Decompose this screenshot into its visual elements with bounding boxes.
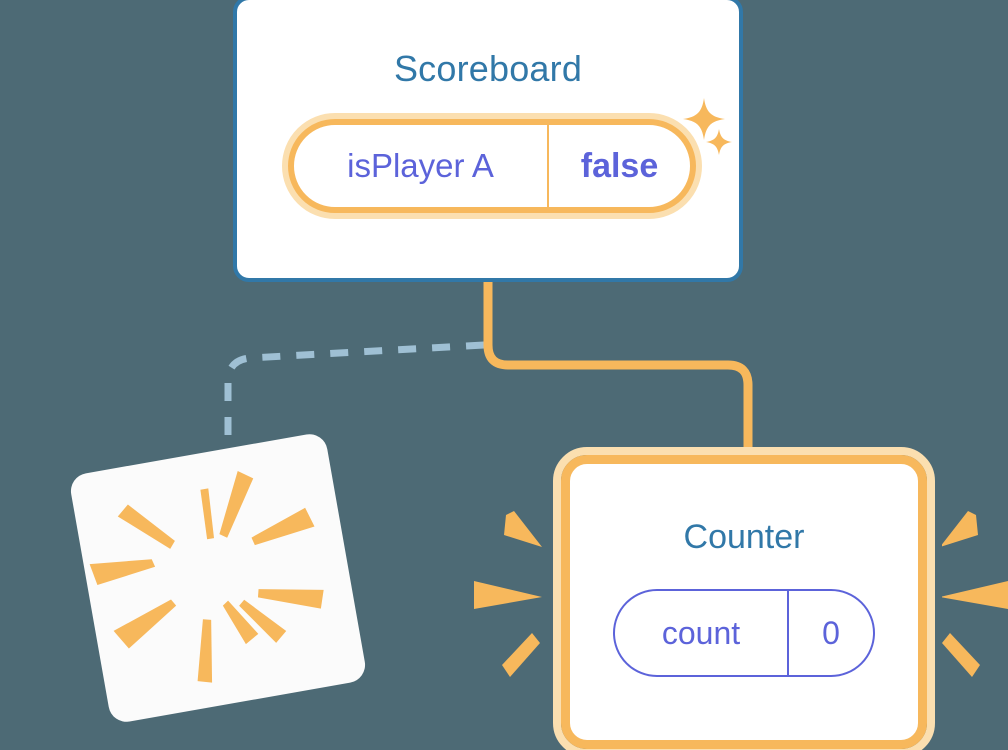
burst-ray-s: [197, 619, 213, 683]
counter-pill-value: 0: [822, 614, 840, 651]
scoreboard-pill-highlight-ring: [282, 113, 702, 219]
scoreboard-to-counter-wire: [483, 281, 753, 462]
scoreboard-title: Scoreboard: [393, 48, 583, 89]
burst-ray-wsw: [113, 599, 177, 649]
scoreboard-pill-key: isPlayer A: [347, 147, 494, 184]
burst-ray-ene: [251, 507, 315, 546]
counter-state-pill[interactable]: count 0: [613, 589, 875, 677]
sparkle-large-icon: [681, 96, 727, 142]
burst-ray-n: [200, 488, 215, 540]
burst-ray-nw: [117, 504, 175, 549]
counter-card[interactable]: Counter count 0: [561, 455, 927, 749]
blank-card[interactable]: [68, 431, 368, 725]
scoreboard-card[interactable]: Scoreboard isPlayer A false: [233, 0, 743, 282]
counter-title: Counter: [683, 518, 805, 556]
blank-card-burst-rays: [89, 470, 324, 683]
scoreboard-pill-value: false: [580, 146, 659, 185]
burst-ray-sse: [222, 600, 259, 645]
sparkle-small-icon: [704, 127, 734, 157]
counter-pill-divider: [787, 591, 789, 675]
scoreboard-pill-body[interactable]: isPlayer A false: [288, 119, 696, 213]
counter-burst-rays-right: [942, 511, 1008, 677]
scoreboard-state-pill[interactable]: isPlayer A false: [282, 113, 702, 219]
counter-pill-key: count: [661, 614, 741, 651]
scoreboard-pill-divider: [547, 119, 549, 213]
counter-burst-rays-left: [474, 511, 542, 677]
burst-ray-w: [89, 559, 156, 586]
burst-ray-nne: [219, 470, 254, 538]
burst-ray-sse2: [239, 599, 287, 643]
burst-ray-ese: [257, 589, 324, 609]
